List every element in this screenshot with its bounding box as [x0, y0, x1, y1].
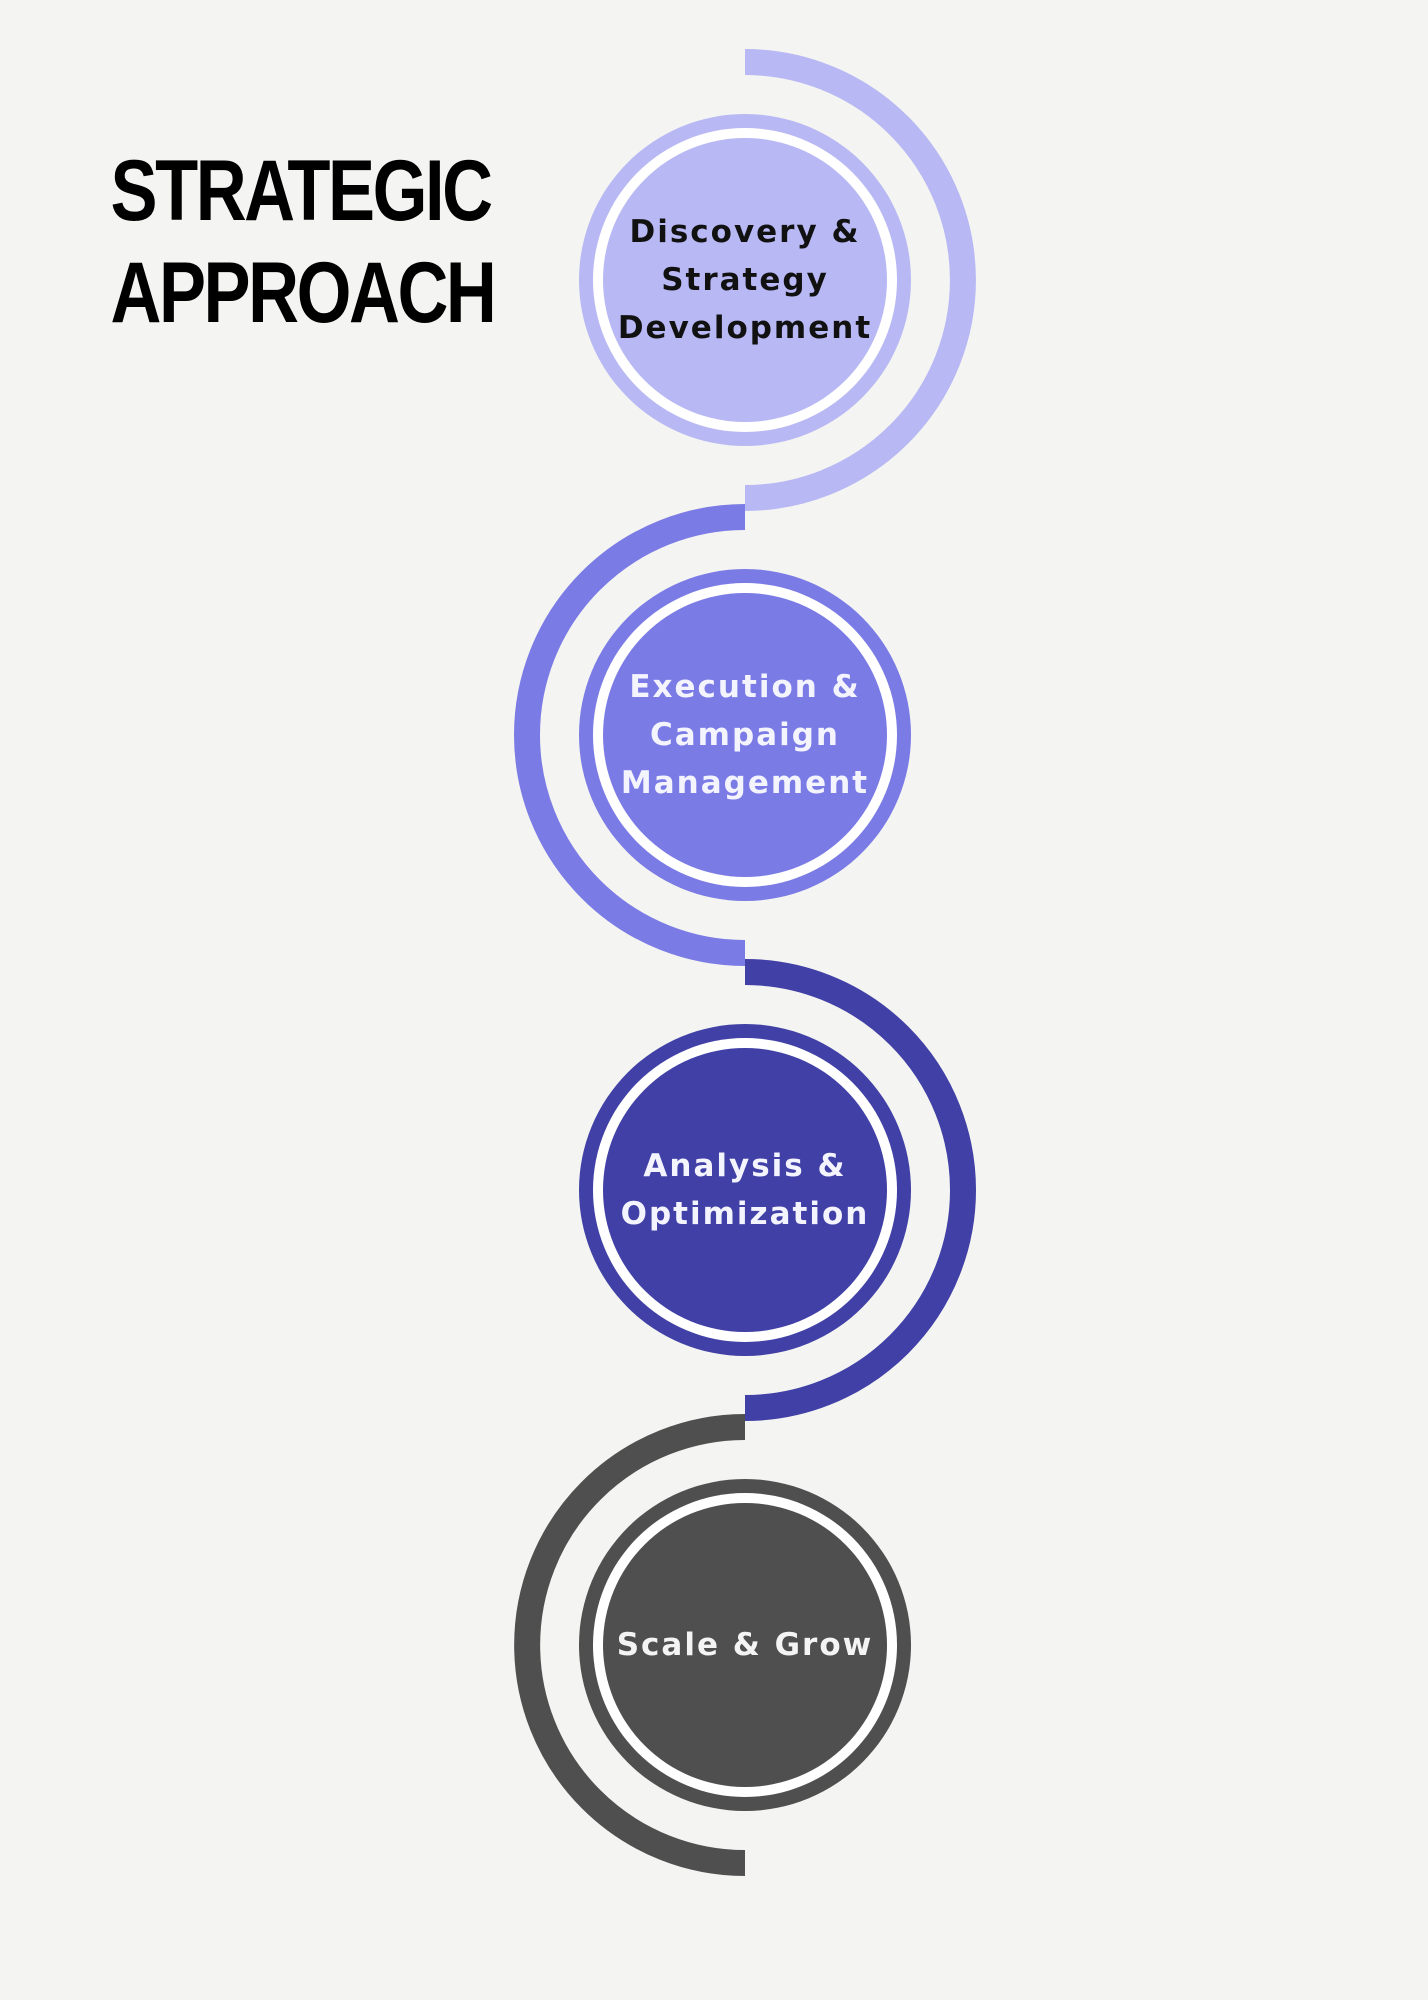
step-node-3: Analysis & Optimization — [579, 1024, 911, 1356]
step-2-label-line-3: Management — [621, 765, 869, 801]
step-2-label-line-2: Campaign — [650, 717, 840, 753]
step-circle-1 — [603, 138, 887, 422]
step-circle-2 — [603, 593, 887, 877]
connector-arc-3 — [744, 959, 976, 1421]
step-1-label-line-1: Discovery & — [629, 214, 860, 250]
connector-arc-1 — [744, 49, 976, 511]
step-nodes: Discovery & StrategyDevelopmentExecution … — [579, 114, 911, 1811]
connector-arcs — [514, 49, 976, 1876]
step-1-label-line-2: Strategy — [661, 262, 829, 298]
step-1-label-line-3: Development — [618, 310, 872, 346]
step-circle-3 — [603, 1048, 887, 1332]
step-circle-4 — [603, 1503, 887, 1787]
title-line-2: APPROACH — [110, 245, 497, 341]
title-line-1: STRATEGIC — [110, 143, 494, 239]
connector-arc-4 — [514, 1414, 746, 1876]
step-4-label-line-1: Scale & Grow — [617, 1627, 874, 1663]
step-3-label-line-2: Optimization — [621, 1196, 870, 1232]
step-node-4: Scale & Grow — [579, 1479, 911, 1811]
page-title: STRATEGIC APPROACH — [110, 140, 497, 344]
connector-arc-2 — [514, 504, 746, 966]
step-3-label-line-1: Analysis & — [643, 1148, 846, 1184]
step-2-label-line-1: Execution & — [629, 669, 860, 705]
